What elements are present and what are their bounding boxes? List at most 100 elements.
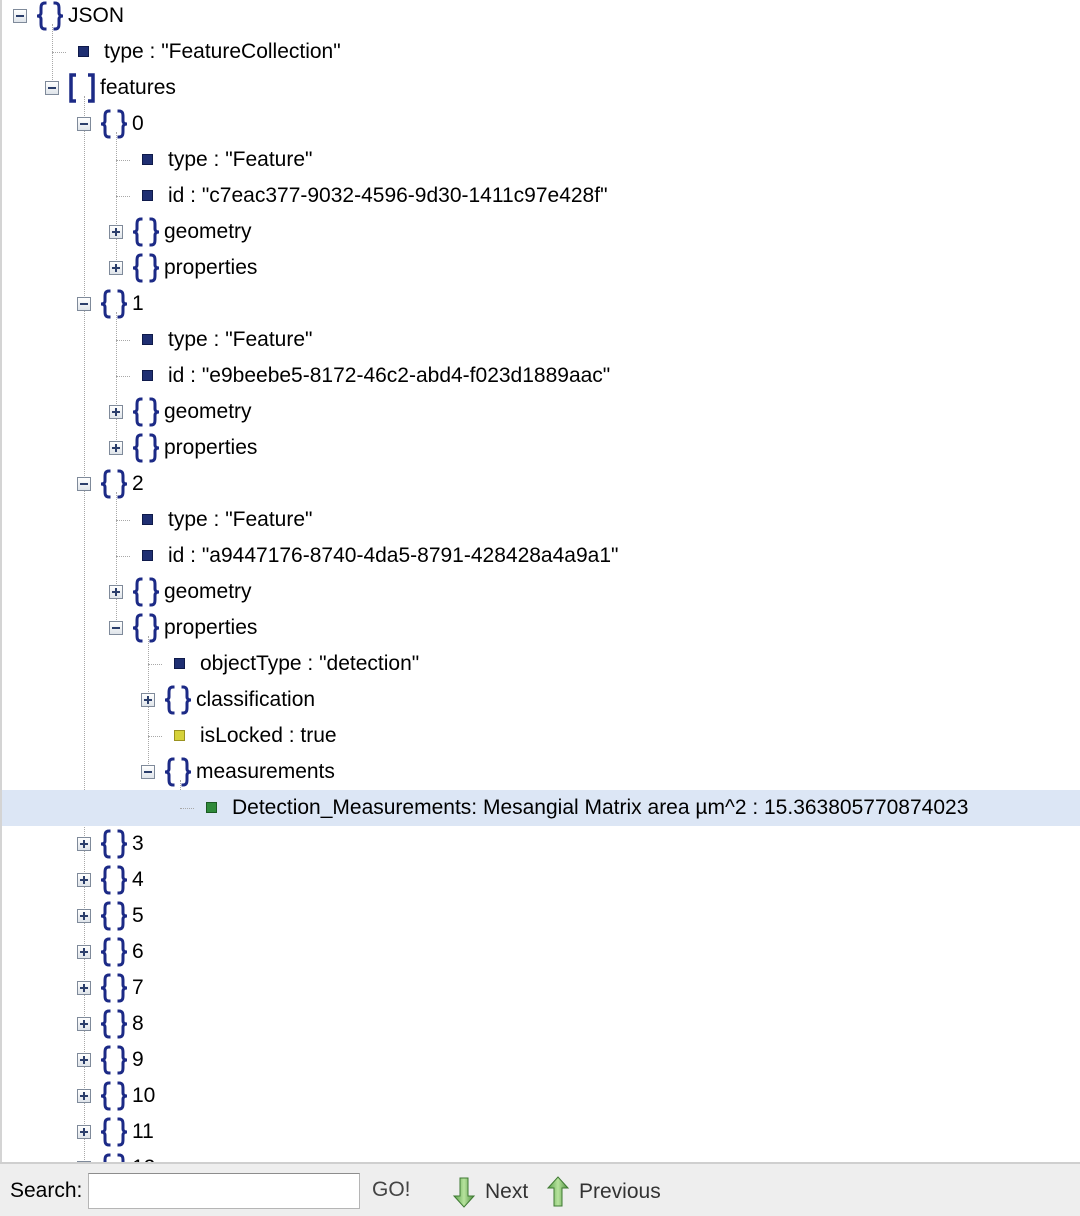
tree-row[interactable]: isLocked : true — [2, 718, 1080, 754]
tree-row[interactable]: 9 — [2, 1042, 1080, 1078]
node-label[interactable]: JSON — [68, 4, 125, 27]
tree-row[interactable]: features — [2, 70, 1080, 106]
expand-toggle-icon[interactable] — [77, 1017, 91, 1031]
tree-row[interactable]: type : "Feature" — [2, 502, 1080, 538]
expand-toggle-icon[interactable] — [109, 405, 123, 419]
expand-toggle-icon[interactable] — [77, 909, 91, 923]
node-label[interactable]: type : "FeatureCollection" — [104, 40, 341, 63]
expand-toggle-icon[interactable] — [77, 1125, 91, 1139]
node-label[interactable]: classification — [196, 688, 316, 711]
node-label[interactable]: 8 — [132, 1012, 144, 1035]
tree-row[interactable]: type : "FeatureCollection" — [2, 34, 1080, 70]
expand-toggle-icon[interactable] — [77, 873, 91, 887]
tree-row[interactable]: type : "Feature" — [2, 142, 1080, 178]
node-label[interactable]: 4 — [132, 868, 144, 891]
tree-row[interactable]: properties — [2, 250, 1080, 286]
tree-row[interactable]: type : "Feature" — [2, 322, 1080, 358]
object-braces-icon — [98, 828, 130, 860]
node-label[interactable]: properties — [164, 436, 258, 459]
collapse-toggle-icon[interactable] — [109, 621, 123, 635]
node-label[interactable]: id : "c7eac377-9032-4596-9d30-1411c97e42… — [168, 184, 608, 207]
tree-row[interactable]: id : "a9447176-8740-4da5-8791-428428a4a9… — [2, 538, 1080, 574]
tree-row[interactable]: geometry — [2, 574, 1080, 610]
tree-row[interactable]: 5 — [2, 898, 1080, 934]
node-label[interactable]: type : "Feature" — [168, 508, 313, 531]
tree-connector — [52, 52, 66, 53]
node-label[interactable]: 3 — [132, 832, 144, 855]
node-label[interactable]: measurements — [196, 760, 335, 783]
collapse-toggle-icon[interactable] — [13, 9, 27, 23]
expand-toggle-icon[interactable] — [77, 981, 91, 995]
tree-row[interactable]: 1 — [2, 286, 1080, 322]
object-braces-icon — [162, 756, 194, 788]
node-label[interactable]: 2 — [132, 472, 144, 495]
node-label[interactable]: objectType : "detection" — [200, 652, 420, 675]
tree-row[interactable]: id : "c7eac377-9032-4596-9d30-1411c97e42… — [2, 178, 1080, 214]
tree-row[interactable]: 4 — [2, 862, 1080, 898]
string-value-icon — [142, 550, 153, 561]
expand-toggle-icon[interactable] — [77, 1089, 91, 1103]
node-label[interactable]: 1 — [132, 292, 144, 315]
collapse-toggle-icon[interactable] — [77, 477, 91, 491]
node-label[interactable]: 12 — [132, 1150, 155, 1162]
expand-toggle-icon[interactable] — [109, 225, 123, 239]
object-braces-icon — [130, 216, 162, 248]
tree-row[interactable]: geometry — [2, 214, 1080, 250]
collapse-toggle-icon[interactable] — [141, 765, 155, 779]
tree-row[interactable]: 8 — [2, 1006, 1080, 1042]
expand-toggle-icon[interactable] — [77, 837, 91, 851]
tree-row[interactable]: measurements — [2, 754, 1080, 790]
node-label[interactable]: Detection_Measurements: Mesangial Matrix… — [232, 796, 969, 819]
expand-toggle-icon[interactable] — [109, 441, 123, 455]
tree-row[interactable]: 11 — [2, 1114, 1080, 1150]
expand-toggle-icon[interactable] — [77, 1161, 91, 1162]
collapse-toggle-icon[interactable] — [45, 81, 59, 95]
tree-row[interactable]: classification — [2, 682, 1080, 718]
tree-row[interactable]: 6 — [2, 934, 1080, 970]
tree-row[interactable]: geometry — [2, 394, 1080, 430]
tree-row[interactable]: 2 — [2, 466, 1080, 502]
node-label[interactable]: 9 — [132, 1048, 144, 1071]
tree-row[interactable]: 3 — [2, 826, 1080, 862]
node-label[interactable]: 5 — [132, 904, 144, 927]
node-label[interactable]: id : "a9447176-8740-4da5-8791-428428a4a9… — [168, 544, 619, 567]
expand-toggle-icon[interactable] — [77, 945, 91, 959]
node-label[interactable]: geometry — [164, 580, 252, 603]
node-label[interactable]: isLocked : true — [200, 724, 337, 747]
node-label[interactable]: properties — [164, 616, 258, 639]
node-label[interactable]: geometry — [164, 220, 252, 243]
tree-row[interactable]: id : "e9beebe5-8172-46c2-abd4-f023d1889a… — [2, 358, 1080, 394]
tree-row[interactable]: properties — [2, 430, 1080, 466]
tree-row[interactable]: 10 — [2, 1078, 1080, 1114]
node-label[interactable]: features — [100, 76, 176, 99]
tree-row-selected[interactable]: Detection_Measurements: Mesangial Matrix… — [2, 790, 1080, 826]
go-button[interactable]: GO! — [372, 1178, 411, 1201]
search-input[interactable] — [88, 1173, 360, 1209]
tree-connector — [116, 132, 117, 268]
node-label[interactable]: 0 — [132, 112, 144, 135]
expand-toggle-icon[interactable] — [77, 1053, 91, 1067]
node-label[interactable]: id : "e9beebe5-8172-46c2-abd4-f023d1889a… — [168, 364, 611, 387]
node-label[interactable]: type : "Feature" — [168, 148, 313, 171]
collapse-toggle-icon[interactable] — [77, 117, 91, 131]
json-tree-viewer[interactable]: JSON type : "FeatureCollection" features 0 t… — [0, 0, 1080, 1162]
tree-row[interactable]: properties — [2, 610, 1080, 646]
node-label[interactable]: 10 — [132, 1084, 156, 1107]
tree-row[interactable]: 7 — [2, 970, 1080, 1006]
expand-toggle-icon[interactable] — [109, 261, 123, 275]
node-label[interactable]: geometry — [164, 400, 252, 423]
node-label[interactable]: properties — [164, 256, 258, 279]
node-label[interactable]: 6 — [132, 940, 144, 963]
expand-toggle-icon[interactable] — [141, 693, 155, 707]
collapse-toggle-icon[interactable] — [77, 297, 91, 311]
node-label[interactable]: 7 — [132, 976, 144, 999]
object-braces-icon — [98, 108, 130, 140]
expand-toggle-icon[interactable] — [109, 585, 123, 599]
tree-connector — [148, 664, 162, 665]
tree-row[interactable]: JSON — [2, 0, 1080, 34]
tree-row[interactable]: objectType : "detection" — [2, 646, 1080, 682]
tree-row[interactable]: 12 — [2, 1150, 1080, 1162]
node-label[interactable]: 11 — [132, 1120, 154, 1143]
node-label[interactable]: type : "Feature" — [168, 328, 313, 351]
tree-row[interactable]: 0 — [2, 106, 1080, 142]
